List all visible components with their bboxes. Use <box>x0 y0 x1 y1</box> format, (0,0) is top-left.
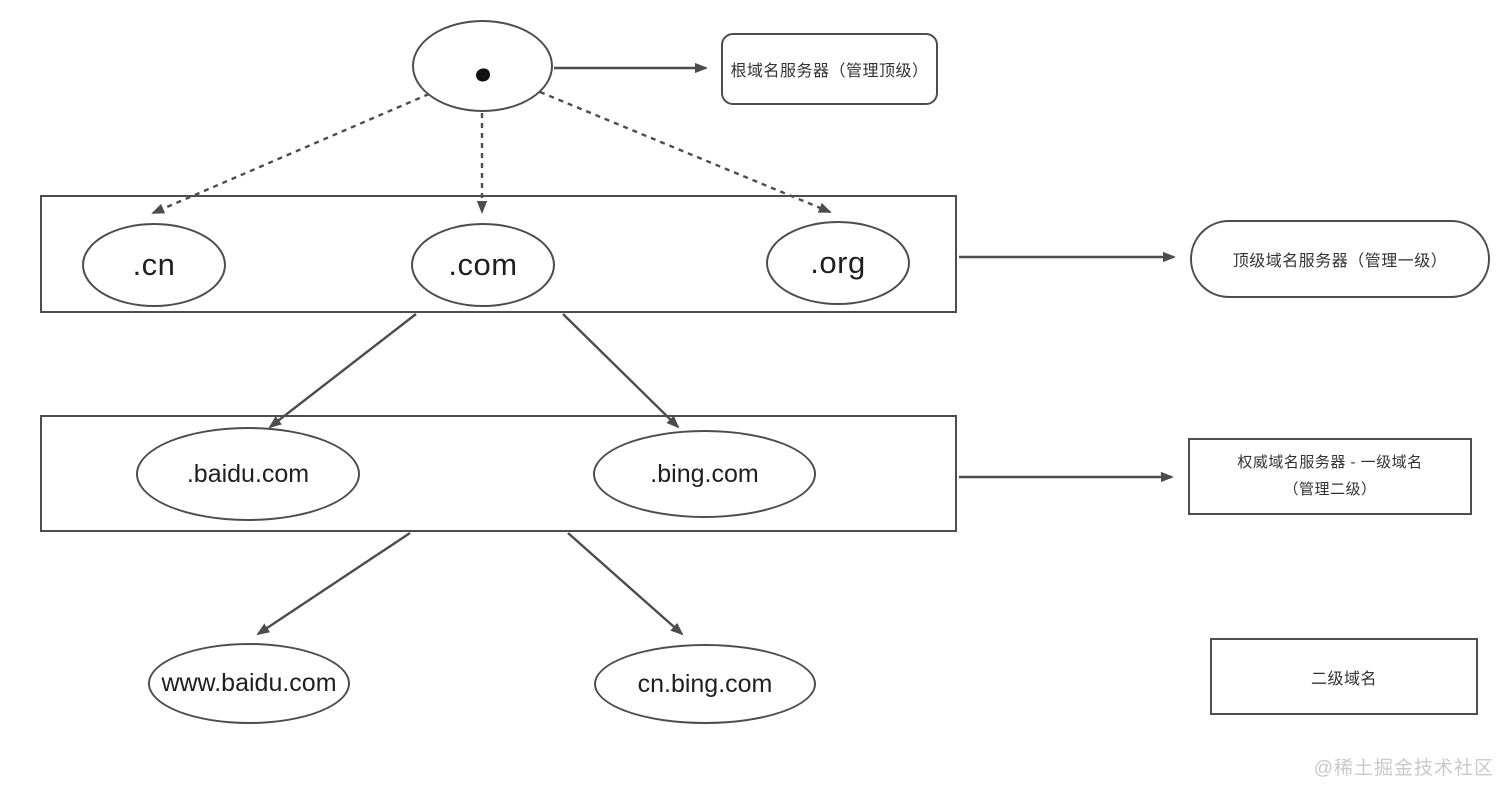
node-com: .com <box>411 223 555 307</box>
tld-annotation-box: 顶级域名服务器（管理一级） <box>1190 220 1490 298</box>
auth-annotation-line2: （管理二级） <box>1283 480 1377 498</box>
second-level-annotation-label: 二级域名 <box>1310 670 1377 688</box>
arrow-root-to-cn <box>151 92 430 215</box>
node-bing-com: .bing.com <box>593 430 816 518</box>
node-cn-bing-com: cn.bing.com <box>594 644 816 724</box>
node-baidu-com: .baidu.com <box>136 427 360 521</box>
auth-annotation-box: 权威域名服务器 - 一级域名 （管理二级） <box>1188 438 1472 515</box>
root-node <box>412 20 553 112</box>
node-com-label: .com <box>448 247 518 282</box>
node-cn-label: .cn <box>132 247 176 282</box>
node-www-baidu-com: www.baidu.com <box>148 643 350 724</box>
node-cn: .cn <box>82 223 226 307</box>
arrow-root-to-org <box>539 90 832 214</box>
tld-annotation-label: 顶级域名服务器（管理一级） <box>1232 253 1448 270</box>
auth-annotation-line1: 权威域名服务器 - 一级域名 <box>1237 454 1423 472</box>
arrow-com-to-baidu <box>268 313 417 429</box>
second-level-annotation-box: 二级域名 <box>1210 638 1478 715</box>
node-www-baidu-com-label: www.baidu.com <box>161 669 337 697</box>
root-annotation-box: 根域名服务器（管理顶级） <box>721 33 938 105</box>
root-dot-icon <box>474 67 491 83</box>
node-cn-bing-com-label: cn.bing.com <box>637 669 773 698</box>
arrow-bing-to-cn-bing <box>567 532 684 636</box>
arrow-com-to-bing <box>562 313 680 429</box>
node-bing-com-label: .bing.com <box>650 459 759 488</box>
node-baidu-com-label: .baidu.com <box>186 459 310 488</box>
root-annotation-label: 根域名服务器（管理顶级） <box>730 63 929 80</box>
node-org-label: .org <box>810 245 866 280</box>
arrow-baidu-to-www-baidu <box>256 532 411 636</box>
node-org: .org <box>766 221 910 305</box>
watermark: @稀土掘金技术社区 <box>1313 758 1494 779</box>
